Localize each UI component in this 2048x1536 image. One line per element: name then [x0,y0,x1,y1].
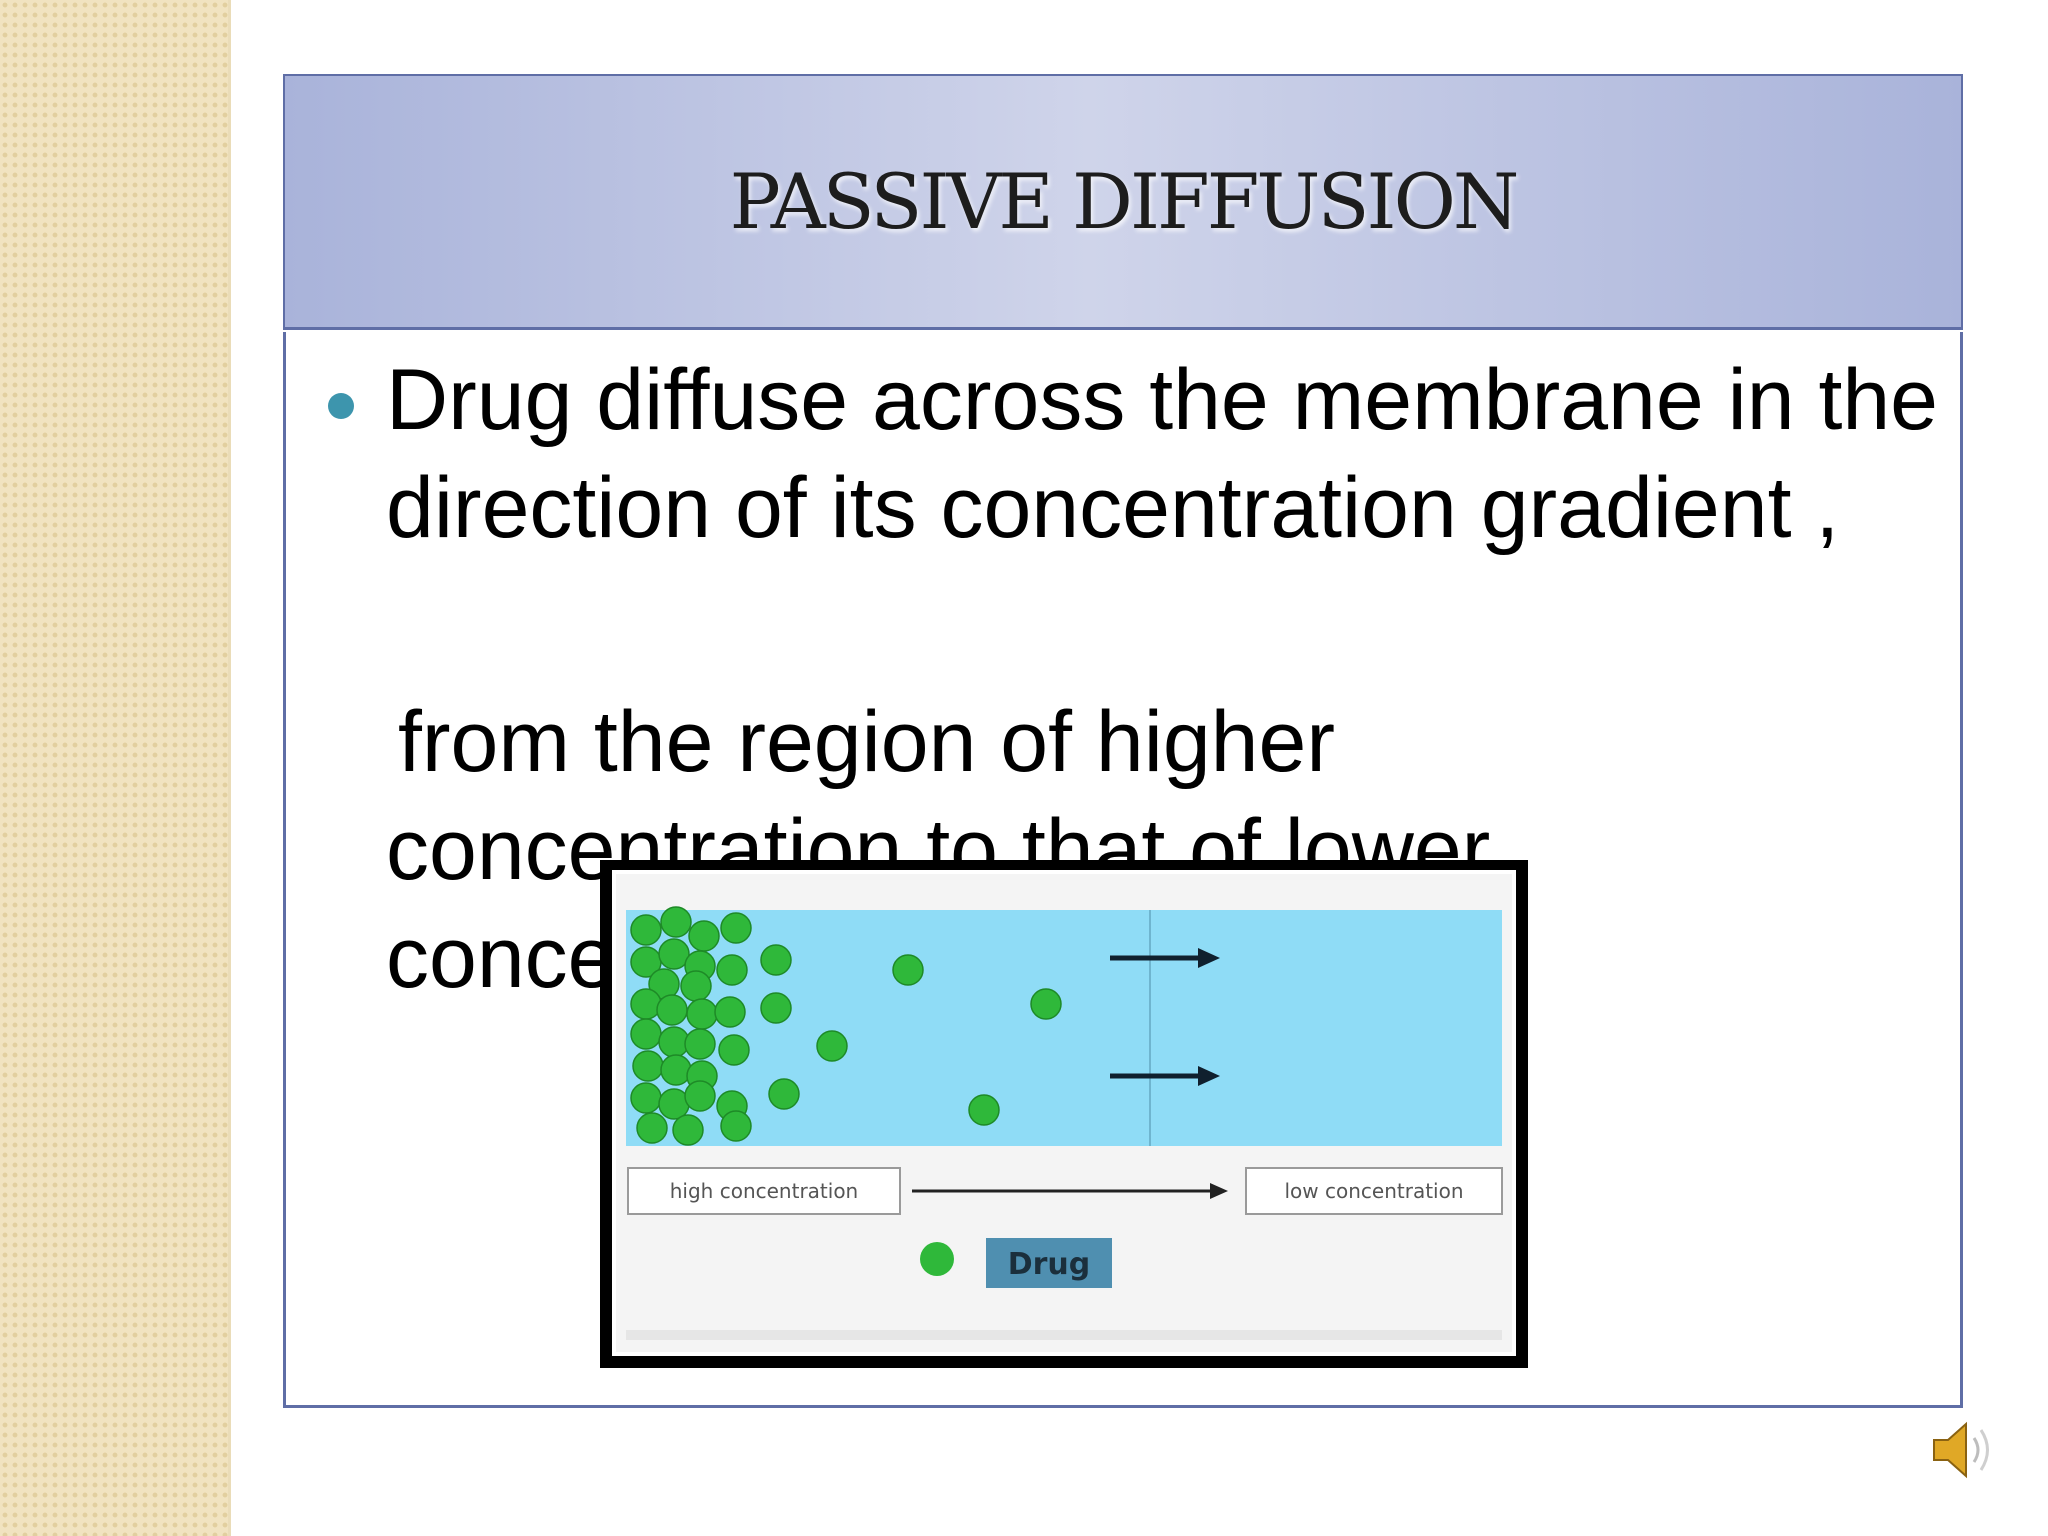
drug-molecule [768,1078,800,1110]
drug-molecule [656,994,688,1026]
drug-molecule [630,1082,662,1114]
drug-molecule [892,954,924,986]
drug-molecule [714,996,746,1028]
drug-molecule [632,1050,664,1082]
diffusion-diagram: high concentration low concentration Dru… [600,860,1528,1368]
drug-molecule [968,1094,1000,1126]
drug-molecule [636,1112,668,1144]
bullet-text: Drug diffuse across the membrane in the … [386,352,1938,556]
drug-molecules [630,906,1062,1146]
drug-molecule [684,1080,716,1112]
gradient-arrow [912,1183,1228,1199]
drug-molecule [760,944,792,976]
drug-molecule [718,1034,750,1066]
low-concentration-box: low concentration [1245,1167,1503,1215]
decorative-side-strip [0,0,231,1536]
legend-drug-icon [920,1242,954,1276]
drug-molecule [720,1110,752,1142]
high-concentration-box: high concentration [627,1167,901,1215]
drug-molecule [630,914,662,946]
drug-molecule [816,1030,848,1062]
drug-molecule [688,920,720,952]
drug-molecule [672,1114,704,1146]
legend-drug-box [986,1238,1112,1288]
drug-molecule [1030,988,1062,1020]
drug-molecule [680,970,712,1002]
drug-molecule [720,912,752,944]
diagram-canvas: high concentration low concentration Dru… [616,874,1512,1352]
drug-molecule [760,992,792,1024]
drug-molecule [716,954,748,986]
diagram-frame: high concentration low concentration Dru… [612,870,1516,1356]
drug-molecule [658,938,690,970]
membrane-fluid-region [626,910,1502,1146]
low-concentration-label: low concentration [1284,1179,1463,1203]
drug-molecule [686,998,718,1030]
legend-drug-label: Drug [1008,1247,1091,1282]
drug-molecule [630,1018,662,1050]
drug-molecule [660,906,692,938]
drug-molecule [630,988,662,1020]
speaker-icon[interactable] [1926,1418,2000,1482]
bullet-point-icon [328,393,354,419]
high-concentration-label: high concentration [670,1179,858,1203]
title-bar: PASSIVE DIFFUSION [283,74,1963,330]
drug-molecule [684,1028,716,1060]
drug-molecule [660,1054,692,1086]
slide-title: PASSIVE DIFFUSION [729,157,1520,246]
